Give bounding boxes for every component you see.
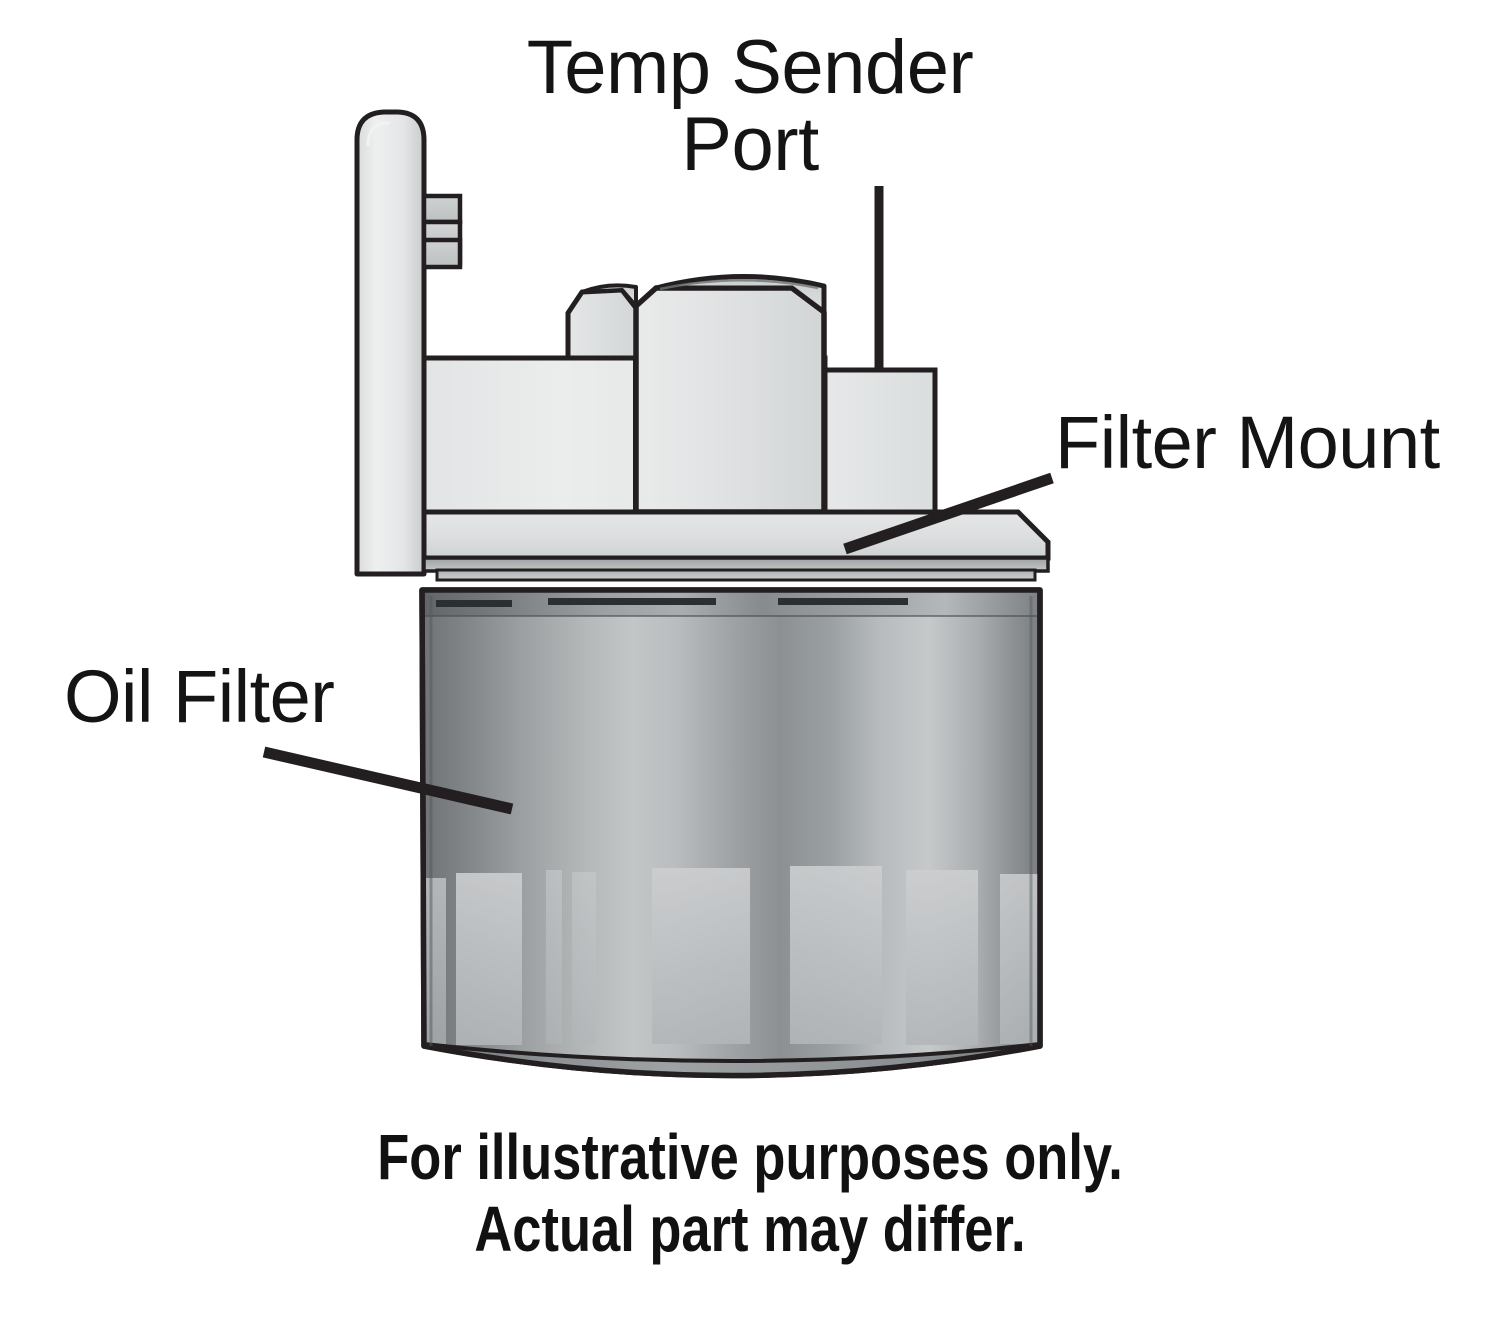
filter-can (419, 587, 1043, 1079)
filter-can-seam-ticks (436, 598, 908, 607)
caption-line2: Actual part may differ. (474, 1192, 1026, 1265)
label-temp-sender-line1: Temp Sender (526, 25, 974, 110)
leader-line-filter-mount (843, 472, 1054, 555)
temp-sender-port-boss (822, 367, 938, 515)
hex-boss-small (565, 283, 639, 361)
caption-line1: For illustrative purposes only. (377, 1121, 1123, 1193)
filter-grip-ribs (424, 866, 1040, 1045)
bracket-tab-upper (421, 193, 463, 270)
disclaimer-caption: For illustrative purposes only. Actual p… (135, 1121, 1365, 1265)
hex-boss-large (633, 274, 827, 515)
mount-flange (421, 509, 1051, 582)
label-temp-sender-port: Temp Sender Port (0, 25, 1500, 187)
leader-line-oil-filter (262, 746, 514, 815)
label-filter-mount: Filter Mount (1055, 401, 1440, 484)
label-oil-filter: Oil Filter (64, 655, 335, 738)
mounting-bracket-plate (354, 109, 427, 577)
label-temp-sender-line2: Port (681, 101, 819, 187)
